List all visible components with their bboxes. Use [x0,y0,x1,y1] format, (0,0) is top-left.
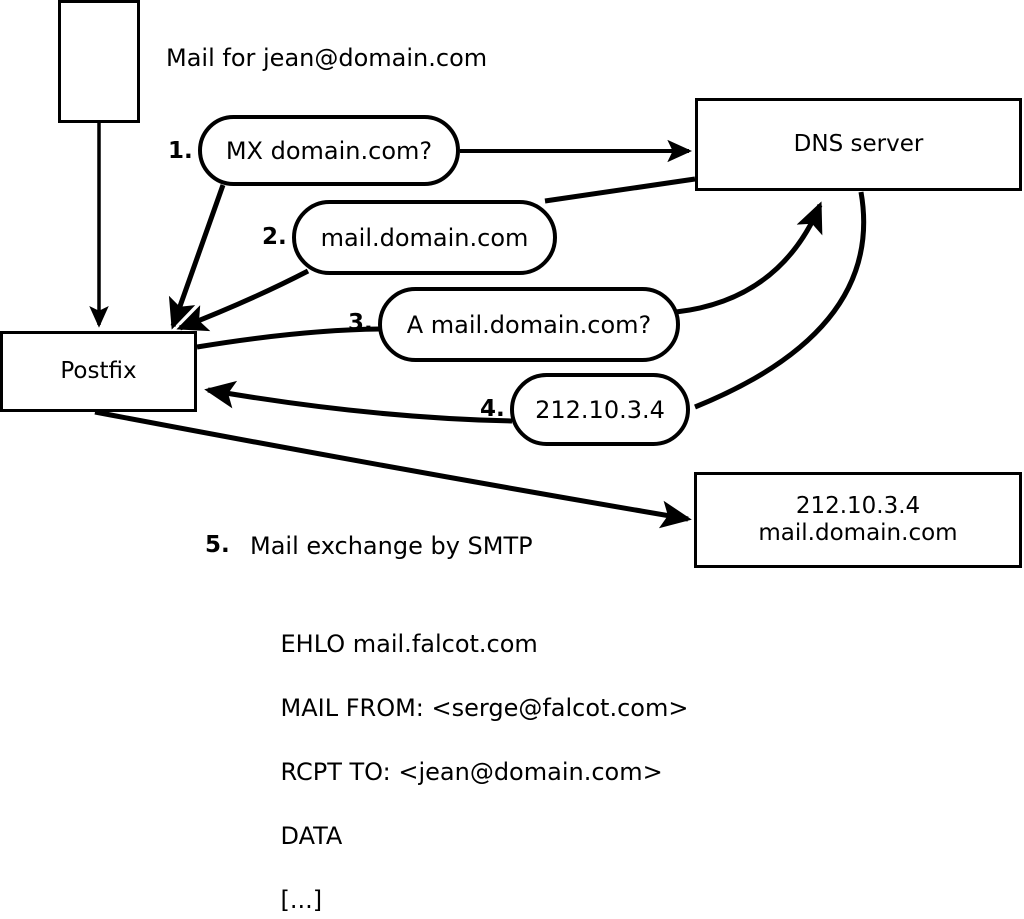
target-server-hostname: mail.domain.com [758,520,958,546]
edge-postfix-to-bubble1 [168,184,226,330]
postfix-box[interactable]: Postfix [0,331,197,412]
step-5-label: Mail exchange by SMTP [250,532,533,560]
step-number-1: 1. [168,138,193,164]
target-server-ip: 212.10.3.4 [795,492,921,519]
edge-dns-to-bubble2 [544,176,696,204]
edge-bubble4-to-postfix [204,380,513,424]
diagram-title: Mail for jean@domain.com [166,44,488,72]
transcript-line: EHLO mail.falcot.com [280,630,538,658]
step-number-3: 3. [348,310,373,336]
edge-bubble3-to-dns [675,201,823,315]
postfix-label: Postfix [60,357,137,384]
bubble-step-4[interactable]: 212.10.3.4 [510,373,690,446]
transcript-line: [...] [280,886,323,914]
bubble-step-3-label: A mail.domain.com? [406,310,652,339]
transcript-line: DATA [280,822,343,850]
bubble-step-3[interactable]: A mail.domain.com? [378,287,680,362]
bubble-step-1-label: MX domain.com? [225,136,433,165]
bubble-step-2-label: mail.domain.com [320,223,529,252]
smtp-transcript: EHLO mail.falcot.com MAIL FROM: <serge@f… [250,596,689,919]
edge-bubble2-to-postfix [176,268,310,332]
step-number-5: 5. [205,532,230,558]
edge-dns-to-bubble4 [694,191,867,410]
target-server-box[interactable]: 212.10.3.4 mail.domain.com [694,472,1022,568]
transcript-line: RCPT TO: <jean@domain.com> [280,758,663,786]
dns-server-box[interactable]: DNS server [695,98,1022,191]
bubble-step-1[interactable]: MX domain.com? [198,115,460,186]
step-number-4: 4. [480,396,505,422]
step-number-2: 2. [262,224,287,250]
dns-server-label: DNS server [793,130,924,157]
bubble-step-4-label: 212.10.3.4 [535,395,665,424]
bubble-step-2[interactable]: mail.domain.com [292,200,557,275]
mail-source-box[interactable] [58,0,140,123]
edge-postfix-to-bubble3 [196,326,381,350]
transcript-line: MAIL FROM: <serge@falcot.com> [280,694,689,722]
edge-postfix-to-target [94,409,692,529]
